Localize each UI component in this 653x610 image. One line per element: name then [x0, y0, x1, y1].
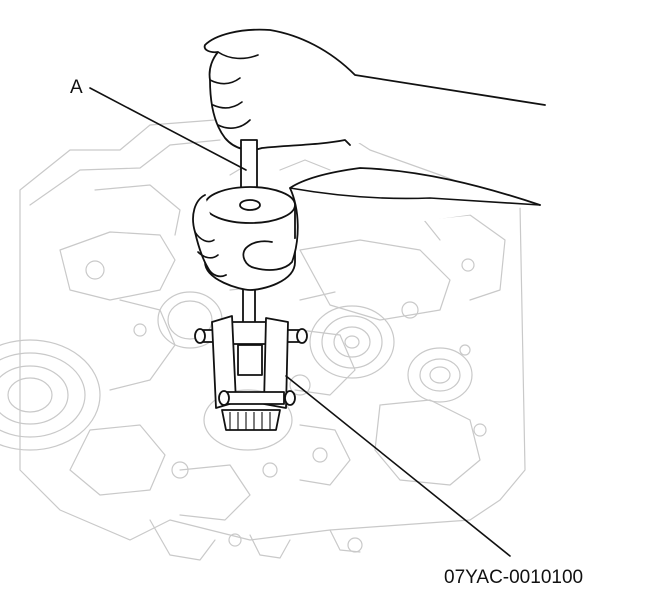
puller-attachment — [194, 315, 308, 431]
upper-hand — [203, 28, 546, 151]
callout-tool-leader — [285, 375, 511, 557]
lower-hand — [192, 167, 541, 278]
callout-tool-label: 07YAC-0010100 — [444, 567, 583, 588]
callout-a-label: A — [70, 77, 83, 98]
callout-a-leader — [89, 87, 247, 171]
